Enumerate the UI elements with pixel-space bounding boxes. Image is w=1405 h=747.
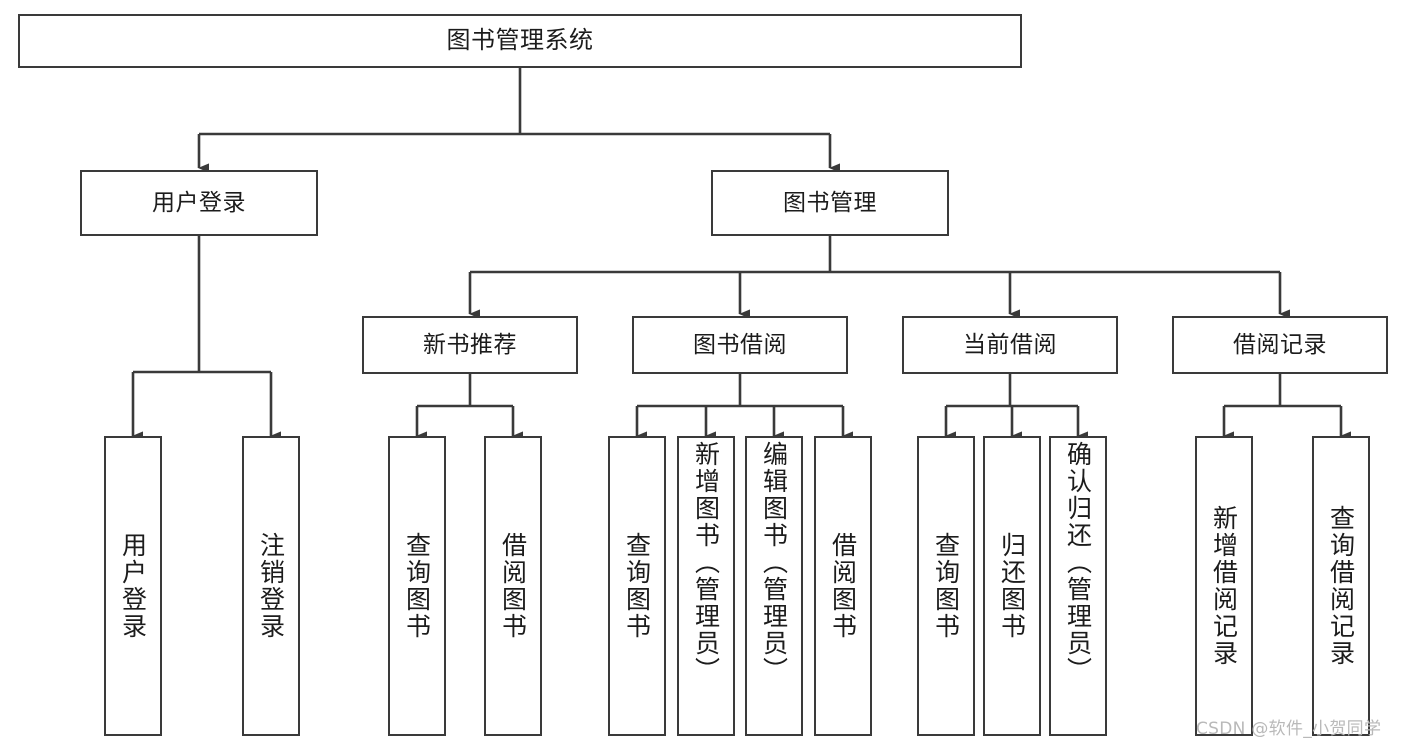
node-book-borrow[interactable]: 图书借阅 — [632, 316, 848, 374]
node-borrow-record[interactable]: 借阅记录 — [1172, 316, 1388, 374]
node-root-label: 图书管理系统 — [446, 26, 594, 55]
node-current-borrow[interactable]: 当前借阅 — [902, 316, 1118, 374]
node-current-borrow-label: 当前借阅 — [963, 331, 1057, 358]
node-query-book-3-label: 查询图书 — [931, 532, 961, 640]
node-book-borrow-label: 图书借阅 — [693, 331, 787, 358]
node-logout-label: 注销登录 — [256, 532, 286, 640]
node-return-book-label: 归还图书 — [997, 532, 1027, 640]
node-query-book-3[interactable]: 查询图书 — [917, 436, 975, 736]
node-user-login[interactable]: 用户登录 — [80, 170, 318, 236]
node-borrow-book-1-label: 借阅图书 — [498, 532, 528, 640]
node-borrow-record-label: 借阅记录 — [1233, 331, 1327, 358]
node-borrow-book-2[interactable]: 借阅图书 — [814, 436, 872, 736]
node-book-management[interactable]: 图书管理 — [711, 170, 949, 236]
node-query-book-2[interactable]: 查询图书 — [608, 436, 666, 736]
node-query-book-1[interactable]: 查询图书 — [388, 436, 446, 736]
node-add-book-admin-label: 新增图书（管理员） — [691, 441, 721, 684]
node-edit-book-admin-label: 编辑图书（管理员） — [759, 441, 789, 684]
node-query-book-2-label: 查询图书 — [622, 532, 652, 640]
node-return-book[interactable]: 归还图书 — [983, 436, 1041, 736]
node-login[interactable]: 用户登录 — [104, 436, 162, 736]
node-confirm-return-admin-label: 确认归还（管理员） — [1063, 441, 1093, 684]
node-root[interactable]: 图书管理系统 — [18, 14, 1022, 68]
node-add-borrow-record-label: 新增借阅记录 — [1209, 505, 1239, 667]
node-add-borrow-record[interactable]: 新增借阅记录 — [1195, 436, 1253, 736]
node-query-book-1-label: 查询图书 — [402, 532, 432, 640]
node-new-book-recommend[interactable]: 新书推荐 — [362, 316, 578, 374]
node-edit-book-admin[interactable]: 编辑图书（管理员） — [745, 436, 803, 736]
node-add-book-admin[interactable]: 新增图书（管理员） — [677, 436, 735, 736]
node-login-label: 用户登录 — [118, 532, 148, 640]
node-query-borrow-record[interactable]: 查询借阅记录 — [1312, 436, 1370, 736]
node-confirm-return-admin[interactable]: 确认归还（管理员） — [1049, 436, 1107, 736]
node-logout[interactable]: 注销登录 — [242, 436, 300, 736]
node-query-borrow-record-label: 查询借阅记录 — [1326, 505, 1356, 667]
node-new-book-recommend-label: 新书推荐 — [423, 331, 517, 358]
node-book-management-label: 图书管理 — [783, 189, 877, 216]
node-user-login-label: 用户登录 — [152, 189, 246, 216]
node-borrow-book-1[interactable]: 借阅图书 — [484, 436, 542, 736]
node-borrow-book-2-label: 借阅图书 — [828, 532, 858, 640]
